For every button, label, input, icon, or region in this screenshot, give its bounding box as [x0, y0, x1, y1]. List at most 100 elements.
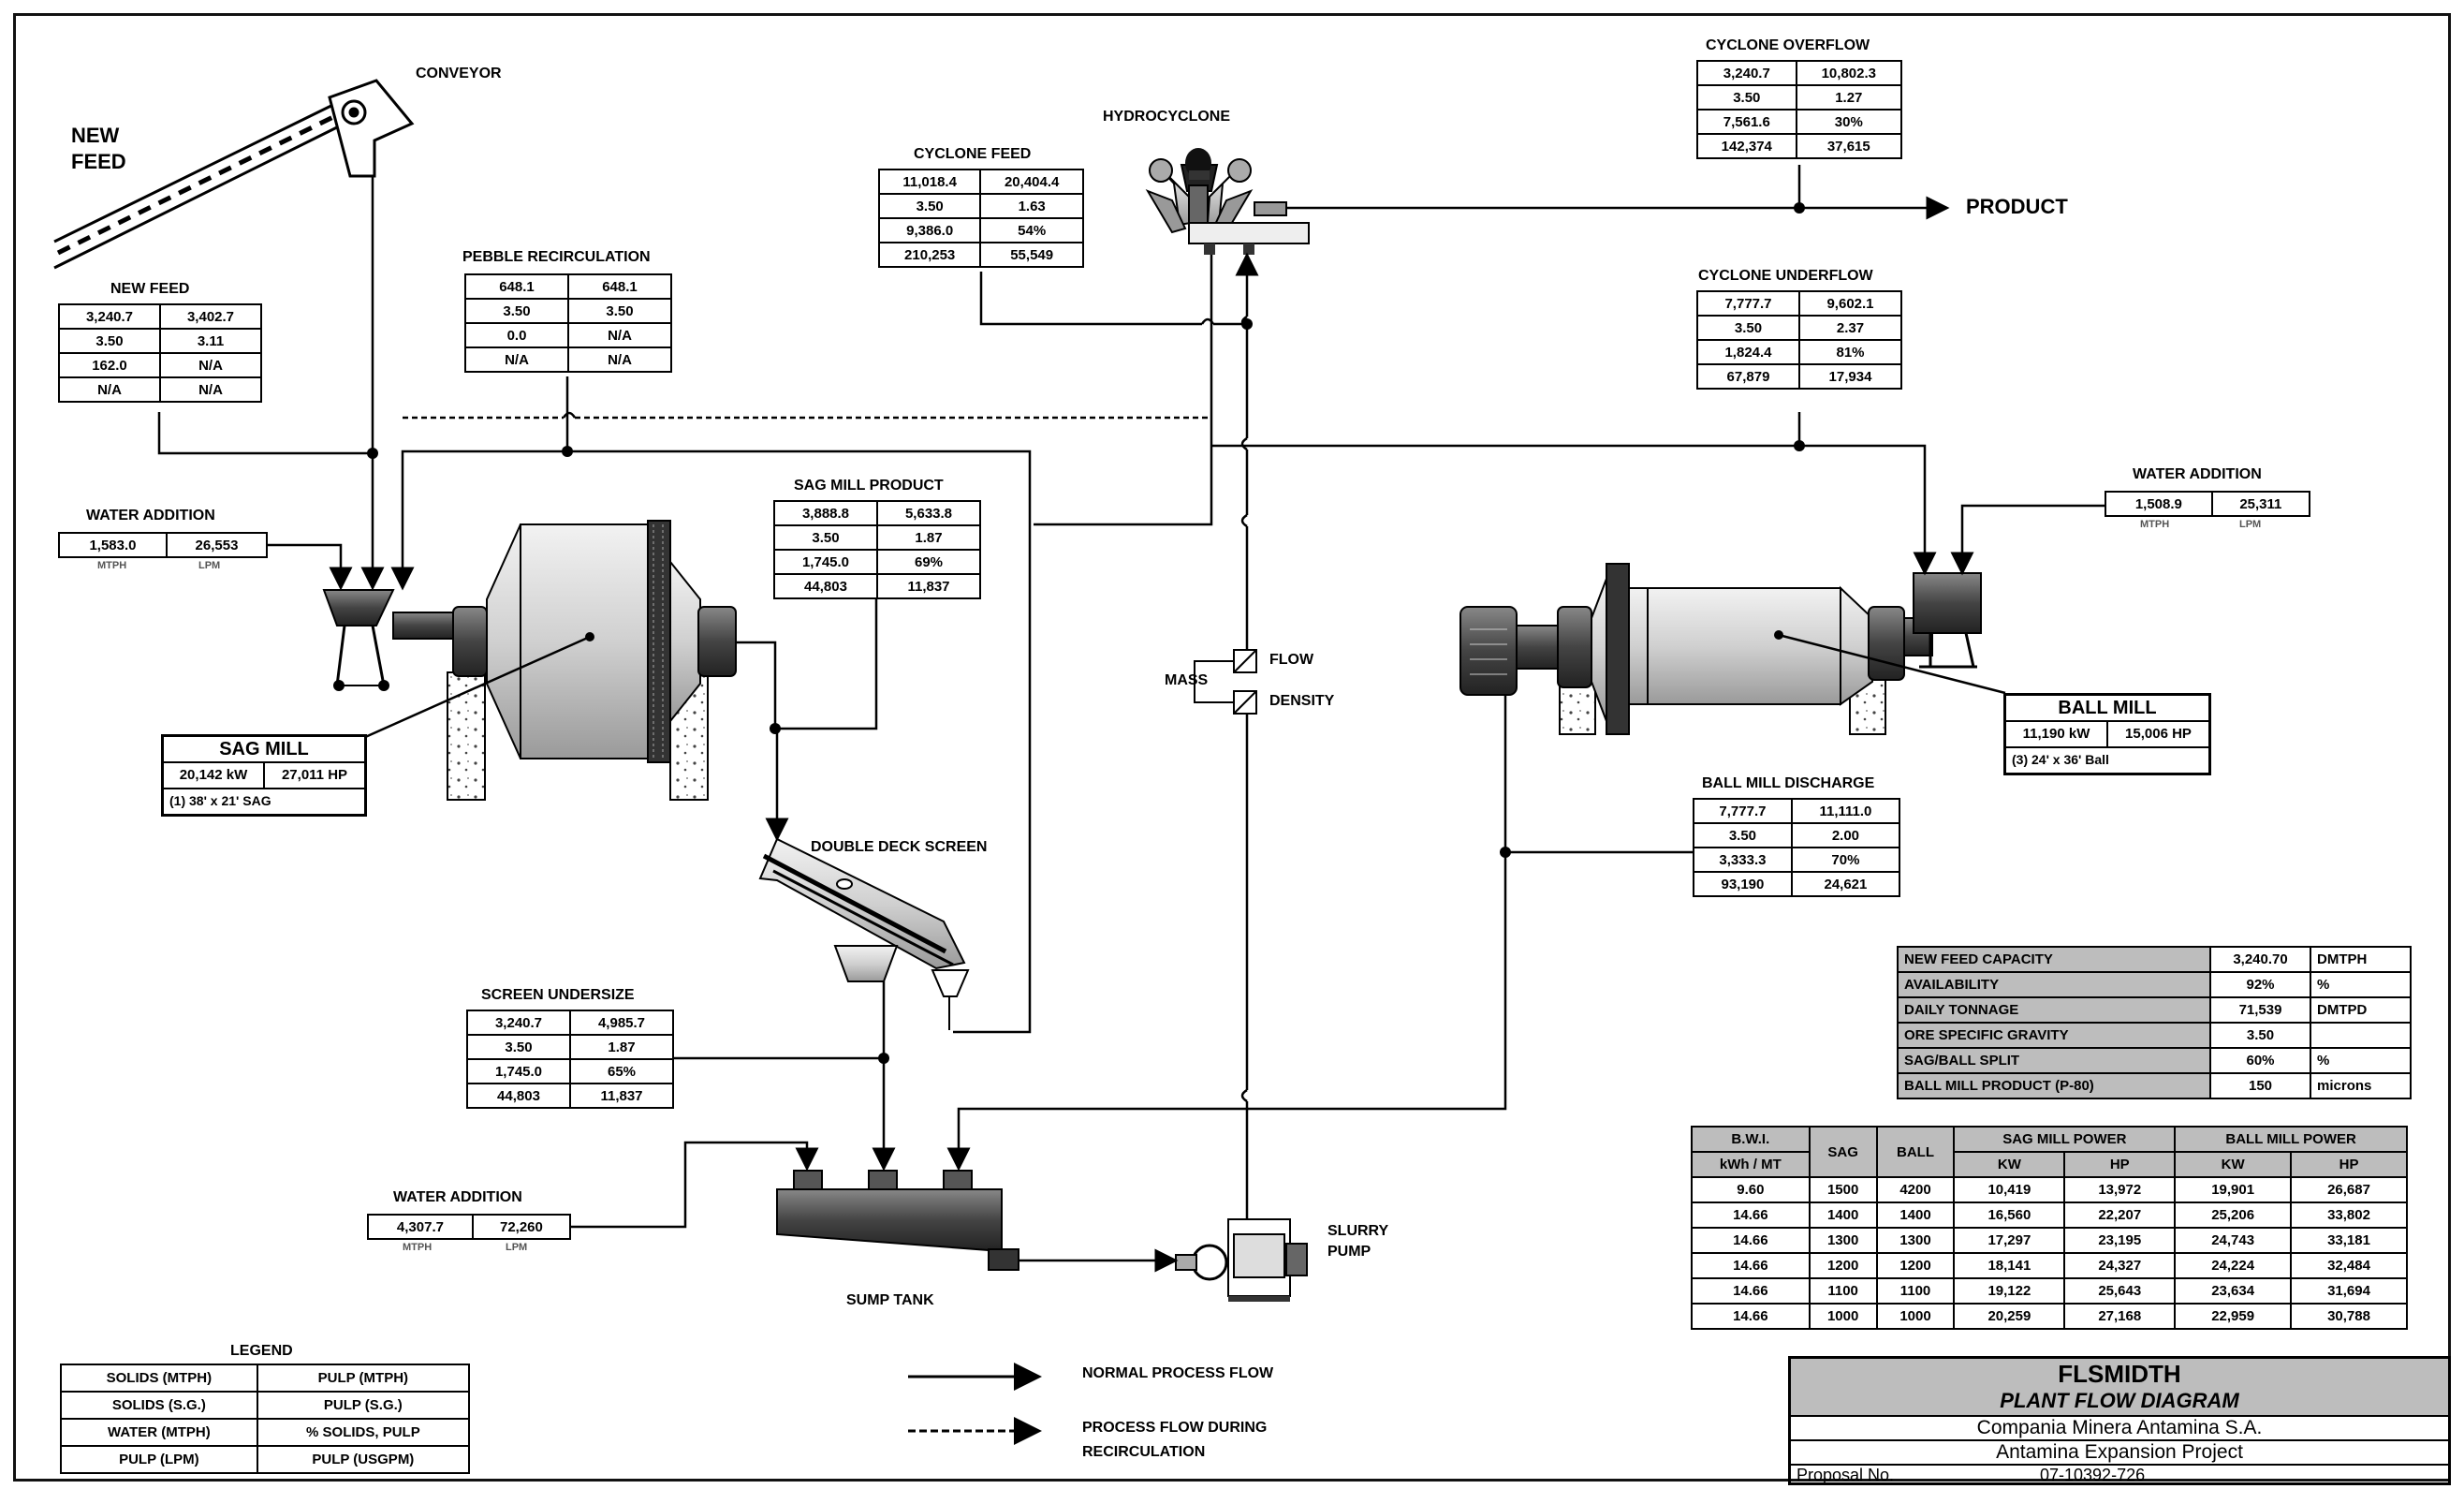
cell: 14.66: [1691, 1303, 1811, 1330]
cell: 24,224: [2174, 1252, 2293, 1279]
header-kw: KW: [1953, 1151, 2066, 1178]
table-title: WATER ADDITION: [393, 1189, 522, 1205]
cell: 7,777.7: [1693, 798, 1793, 824]
cell: 1300: [1808, 1227, 1878, 1254]
cell: 22,959: [2174, 1303, 2293, 1330]
legend-cell: % SOLIDS, PULP: [256, 1418, 471, 1447]
unit-label: LPM: [198, 560, 221, 571]
cell: 93,190: [1693, 871, 1793, 897]
cell: 24,327: [2063, 1252, 2177, 1279]
project-name: Antamina Expansion Project: [1791, 1441, 2448, 1466]
spec-value: 71,539: [2208, 996, 2312, 1024]
slurry-pump-label-1: SLURRY: [1327, 1223, 1389, 1239]
cell: 26,553: [165, 532, 269, 558]
table-title: CYCLONE OVERFLOW: [1706, 37, 1870, 53]
header-hp: HP: [2290, 1151, 2408, 1178]
legend-cell: PULP (USGPM): [256, 1445, 471, 1474]
conveyor: [53, 79, 415, 270]
flow-density-sensors: [1194, 649, 1257, 715]
ball-mill-hp: 15,006 HP: [2125, 726, 2192, 742]
cell: 13,972: [2063, 1176, 2177, 1203]
cell: 33,802: [2290, 1202, 2408, 1229]
mill-power-table: B.W.I. SAG BALL SAG MILL POWER BALL MILL…: [1691, 1126, 2408, 1330]
cell: 1500: [1808, 1176, 1878, 1203]
spec-label: DAILY TONNAGE: [1897, 996, 2211, 1024]
legend-recirc-label-1: PROCESS FLOW DURING: [1082, 1420, 1268, 1436]
table-title: PEBBLE RECIRCULATION: [462, 249, 651, 265]
slurry-pump: [1175, 1218, 1308, 1302]
double-deck-screen: [758, 837, 970, 1030]
sag-mill-kw: 20,142 kW: [164, 763, 265, 788]
cell: 9,602.1: [1798, 290, 1902, 317]
sag-mill-info: SAG MILL 20,142 kW 27,011 HP (1) 38' x 2…: [161, 734, 367, 817]
cell: 30%: [1795, 109, 1903, 135]
spec-label: AVAILABILITY: [1897, 971, 2211, 998]
spec-value: 150: [2208, 1072, 2312, 1099]
cell: 9.60: [1691, 1176, 1811, 1203]
cell: 26,687: [2290, 1176, 2408, 1203]
cell: 11,018.4: [877, 169, 982, 195]
cell: 11,837: [876, 573, 981, 599]
legend-cell: PULP (S.G.): [256, 1391, 471, 1420]
cell: 30,788: [2290, 1303, 2408, 1330]
unit-label: MTPH: [403, 1242, 433, 1253]
cell: 3.50: [58, 328, 161, 354]
junction-dots: [367, 202, 1805, 1064]
sump-tank: [776, 1170, 1019, 1271]
cell: 7,561.6: [1696, 109, 1797, 135]
spec-label: NEW FEED CAPACITY: [1897, 946, 2211, 973]
cell: 23,634: [2174, 1277, 2293, 1305]
table-title: CYCLONE FEED: [914, 146, 1032, 162]
spec-label: SAG/BALL SPLIT: [1897, 1047, 2211, 1074]
cell: 27,168: [2063, 1303, 2177, 1330]
cell: 22,207: [2063, 1202, 2177, 1229]
cell: 14.66: [1691, 1202, 1811, 1229]
sag-mill: [322, 520, 737, 801]
legend-normal-label: NORMAL PROCESS FLOW: [1082, 1365, 1274, 1381]
ball-mill-info: BALL MILL 11,190 kW 15,006 HP (3) 24' x …: [2003, 693, 2211, 775]
cell: 10,419: [1953, 1176, 2066, 1203]
hydrocyclone-label: HYDROCYCLONE: [1103, 109, 1231, 125]
cell: 24,621: [1790, 871, 1901, 897]
cell: 1200: [1875, 1252, 1956, 1279]
cell: 3.50: [1696, 315, 1800, 341]
legend-cell: SOLIDS (MTPH): [60, 1364, 258, 1393]
spec-unit: %: [2310, 971, 2412, 998]
cell: 33,181: [2290, 1227, 2408, 1254]
spec-unit: microns: [2310, 1072, 2412, 1099]
cell: 55,549: [979, 242, 1084, 268]
spec-value: 3,240.70: [2208, 946, 2312, 973]
cell: 7,777.7: [1696, 290, 1800, 317]
spec-unit: DMTPH: [2310, 946, 2412, 973]
cell: 5,633.8: [876, 500, 981, 526]
cell: 37,615: [1795, 133, 1903, 159]
cell: 2.37: [1798, 315, 1902, 341]
cell: 1.87: [569, 1034, 674, 1060]
table-title: WATER ADDITION: [86, 508, 215, 523]
cell: N/A: [159, 352, 262, 378]
cell: 18,141: [1953, 1252, 2066, 1279]
cell: 20,404.4: [979, 169, 1084, 195]
title-block: FLSMIDTH PLANT FLOW DIAGRAM Compania Min…: [1788, 1356, 2451, 1485]
double-deck-screen-label: DOUBLE DECK SCREEN: [811, 839, 988, 855]
mass-label: MASS: [1165, 672, 1209, 688]
ball-mill-kw: 11,190 kW: [2006, 722, 2108, 746]
spec-value: 60%: [2208, 1047, 2312, 1074]
spec-value: 92%: [2208, 971, 2312, 998]
hydrocyclone: [1145, 148, 1310, 255]
cell: 19,122: [1953, 1277, 2066, 1305]
cell: 1400: [1808, 1202, 1878, 1229]
cell: 648.1: [464, 273, 569, 300]
cell: 3.50: [1693, 822, 1793, 848]
proposal-label: Proposal No.: [1797, 1466, 1895, 1484]
cell: 81%: [1798, 339, 1902, 365]
cell: N/A: [567, 346, 672, 373]
cell: 3.11: [159, 328, 262, 354]
